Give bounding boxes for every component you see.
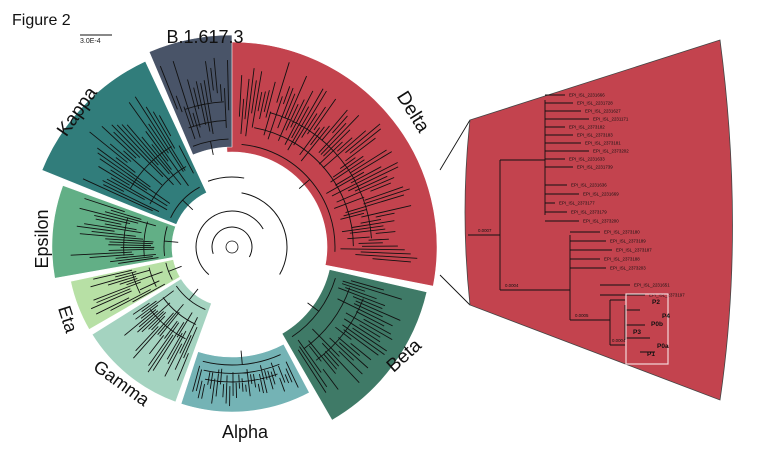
- scale-bar-label: 3.0E-4: [80, 38, 101, 45]
- zoom-tip-label: EPI_ISL_2231636: [571, 183, 607, 188]
- zoom-node-value: 0.0004: [505, 283, 519, 288]
- zoom-tip-label: EPI_ISL_2373203: [610, 266, 646, 271]
- zoom-tip-label: EPI_ISL_2373189: [610, 239, 646, 244]
- connector-top: [439, 119, 471, 171]
- zoom-node-value: 0.0005: [575, 313, 589, 318]
- zoom-tip-label: EPI_ISL_2373197: [649, 293, 685, 298]
- zoom-tip-label: EPI_ISL_2373182: [569, 125, 605, 130]
- zoom-node-value: 0.0007: [478, 228, 492, 233]
- subtree-beta: [291, 278, 402, 393]
- zoom-tip-label: EPI_ISL_2373177: [559, 201, 595, 206]
- subtree-kappa: [82, 96, 200, 218]
- zoom-tip-label: EPI_ISL_2373188: [604, 257, 640, 262]
- delta-zoom-panel: EPI_ISL_2231666EPI_ISL_2231728EPI_ISL_22…: [464, 39, 733, 401]
- zoom-tip-label: EPI_ISL_2231171: [593, 117, 629, 122]
- connector-bottom: [439, 274, 471, 306]
- zoom-tip-label: EPI_ISL_2231651: [634, 283, 670, 288]
- zoom-tree: [468, 94, 655, 353]
- patient-label-p2: P2: [652, 299, 660, 306]
- backbone-arcs: [195, 176, 288, 275]
- zoom-fan: [464, 39, 733, 401]
- zoom-tip-label: EPI_ISL_2373202: [593, 149, 629, 154]
- subtree-delta: [238, 62, 418, 263]
- patient-label-p1: P1: [647, 351, 655, 358]
- subtree-eta: [90, 262, 182, 315]
- zoom-node-value: 0.0004: [612, 338, 626, 343]
- zoom-tip-label: EPI_ISL_2231728: [577, 101, 613, 106]
- patient-highlight-box: [625, 293, 669, 365]
- patient-label-p0b: P0b: [651, 321, 663, 328]
- patient-label-p4: P4: [662, 313, 670, 320]
- sector-delta: [220, 41, 438, 287]
- inner-backbone: [195, 176, 288, 275]
- zoom-tip-label: EPI_ISL_2373179: [571, 210, 607, 215]
- subtree-alpha: [192, 350, 299, 407]
- subtree-gamma: [124, 285, 206, 381]
- zoom-tip-label: EPI_ISL_2231739: [577, 165, 613, 170]
- zoom-tip-label: EPI_ISL_2231666: [569, 93, 605, 98]
- clade-trees: [70, 57, 418, 407]
- zoom-tip-label: EPI_ISL_2373187: [616, 248, 652, 253]
- zoom-tip-label: EPI_ISL_2231627: [585, 109, 621, 114]
- clade-label-alpha: Alpha: [222, 422, 269, 442]
- subtree-b-1-617-3: [159, 57, 230, 155]
- patient-label-p0a: P0a: [657, 343, 669, 350]
- subtree-epsilon: [70, 198, 179, 264]
- sector-beta: [281, 269, 428, 421]
- zoom-tip-label: EPI_ISL_2231669: [583, 192, 619, 197]
- clade-label-b-1-617-3: B.1.617.3: [166, 27, 243, 47]
- sector-eta: [70, 259, 181, 330]
- figure-title: Figure 2: [12, 12, 71, 29]
- root-node: [225, 240, 239, 254]
- sector-gamma: [91, 278, 212, 403]
- zoom-tip-label: EPI_ISL_2373180: [604, 230, 640, 235]
- zoom-connector: [439, 119, 471, 306]
- clade-sectors: [41, 34, 438, 421]
- zoom-tip-label: EPI_ISL_2373200: [583, 219, 619, 224]
- zoom-tip-label: EPI_ISL_2231633: [569, 157, 605, 162]
- clade-label-eta: Eta: [54, 303, 82, 336]
- clade-label-epsilon: Epsilon: [32, 209, 52, 268]
- patient-label-p3: P3: [633, 329, 641, 336]
- zoom-tip-label: EPI_ISL_2373183: [577, 133, 613, 138]
- zoom-tip-label: EPI_ISL_2373181: [585, 141, 621, 146]
